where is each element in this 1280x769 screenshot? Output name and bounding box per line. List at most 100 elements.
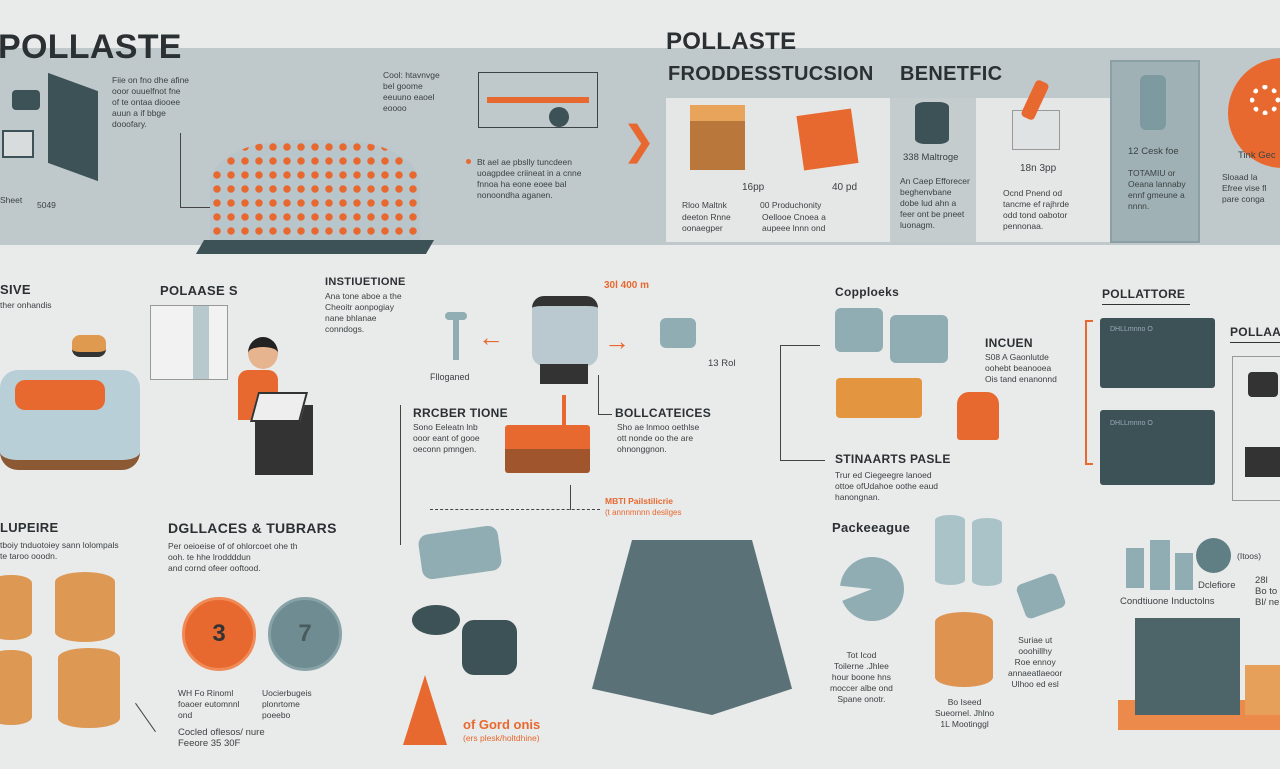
product-body: Oellooe Cnoea a aupeee lnnn ond	[762, 212, 826, 233]
machine-box	[2, 130, 34, 158]
product-title: 00 Produchonity	[760, 200, 822, 210]
bowl-icon	[412, 605, 460, 635]
section-heading: POLLAAS	[1230, 325, 1280, 343]
device-icon	[1245, 447, 1280, 477]
product-body: deeton Rnne oonaegper	[682, 212, 731, 233]
worker-head	[248, 337, 278, 369]
bag-icon	[935, 515, 965, 585]
callout-text: Cool: htavnvge bel goome eeuuno eaoel eo…	[383, 70, 440, 113]
section-heading: LUPEIRE	[0, 520, 59, 535]
section-body: Ana tone aboe a the Cheoitr aonpogiay na…	[325, 291, 402, 334]
machine-chute	[48, 72, 98, 182]
orange-label: (t annnmnnn desliges	[605, 508, 682, 517]
label: Sheet	[0, 195, 23, 205]
number-badge: 3	[182, 597, 256, 671]
connector-line	[598, 375, 599, 415]
product-title: 338 Maltroge	[903, 152, 959, 163]
label: 5049	[37, 200, 56, 210]
connector-line	[570, 485, 571, 510]
jar-base	[540, 364, 588, 384]
gray-block-icon	[890, 315, 948, 363]
stack-icon	[935, 612, 993, 687]
connector-line	[135, 702, 156, 733]
pellet-cylinder-icon	[58, 648, 120, 728]
unit-label: DHLLmnno O	[1110, 420, 1153, 427]
section-heading: DGLLACES & TUBRARS	[168, 520, 337, 536]
icon-label: Condtiuone Inductolns	[1120, 596, 1215, 607]
dispenser-icon	[417, 524, 503, 581]
gray-block-icon	[835, 308, 883, 352]
canister-icon	[1175, 553, 1193, 590]
callout-text: Fiie on fno dhe afine ooor ouuelfnot fne…	[112, 75, 190, 129]
graph-column	[193, 306, 209, 379]
large-hopper-icon	[592, 540, 792, 715]
product-title: 12 Cesk foe	[1128, 146, 1179, 157]
section-heading: BOLLCATEICES	[615, 406, 712, 420]
bracket-line	[780, 460, 825, 461]
orange-bracket	[1085, 320, 1093, 465]
divider-line	[400, 405, 401, 545]
section-heading: INSTIUETIONE	[325, 276, 406, 288]
small-cube-icon	[1015, 571, 1067, 621]
section-body: Trur ed Ciegeegre lanoed ottoe ofUdahoe …	[835, 470, 939, 502]
icon-label: Dclefiore	[1198, 580, 1236, 591]
calendar-icon	[1196, 538, 1231, 573]
section-body: Sono Eeleatn lnb ooor eant of gooe oecon…	[413, 422, 480, 454]
product-body: Sloaad la Efree vise fl pare conga	[1222, 172, 1267, 204]
section-heading: RRCBER TIONE	[413, 406, 508, 420]
pellet-bed	[210, 140, 420, 250]
gear-icon	[1250, 85, 1280, 115]
stack-text: Bo Iseed Sueornel. Jhlno 1L Mootinggl	[935, 697, 995, 729]
orange-crate-icon	[1245, 665, 1280, 715]
caption: Cocled oflesos/ nure Feeore 35 30F	[178, 727, 265, 749]
section-body: Per oeioeise of of ohlorcoet ohe th ooh.…	[168, 541, 298, 573]
quantity-label: 30l 400 m	[604, 280, 650, 291]
product-body: Ocnd Pnend od tancme ef rajhrde odd tond…	[1003, 188, 1070, 231]
stool-icon	[445, 312, 467, 320]
connector-line	[180, 207, 225, 208]
arrow-left-icon: ←	[478, 322, 504, 352]
control-unit: DHLLmnno O	[1100, 318, 1215, 388]
stool-leg	[453, 318, 459, 360]
canister-icon	[1140, 75, 1166, 130]
tablet-icon	[249, 392, 309, 422]
section-heading: Packeeague	[832, 520, 911, 535]
connector-line	[180, 133, 181, 208]
bullet-text: Bt ael ae pbslly tuncdeen uoagpdee criin…	[477, 157, 582, 200]
tray-illustration	[0, 370, 140, 470]
canister-icon	[1150, 540, 1170, 590]
drum-icon	[549, 107, 569, 127]
product-size: 18n 3pp	[1020, 163, 1057, 174]
bullet-icon	[466, 159, 471, 164]
section-heading: POLAASE S	[160, 283, 238, 298]
section-heading: POLLATTORE	[1102, 287, 1190, 305]
section-heading: Copploeks	[835, 285, 900, 299]
process-diagram	[478, 72, 598, 128]
arrow-up-icon	[562, 395, 566, 430]
pie-text: Tot Icod Toilerne .Jhlee hour boone hns …	[830, 650, 893, 704]
icon-label: (Itoos)	[1237, 551, 1262, 561]
page-title: POLLASTE	[0, 28, 182, 66]
tray-filling	[15, 380, 105, 410]
valve-icon	[660, 318, 696, 348]
arrow-right-icon: ❯	[622, 119, 656, 163]
product-size: 40 pd	[832, 182, 858, 193]
recycle-icon	[1248, 372, 1278, 397]
sample-icon	[72, 335, 106, 357]
section-body: S08 A Gaonlutde oohebt beanooea Ois tand…	[985, 352, 1057, 384]
pellet-cylinder-icon	[55, 572, 115, 642]
cone-icon	[403, 675, 447, 745]
connector-line	[598, 414, 612, 415]
cone-label: of Gord onis	[463, 717, 541, 732]
flow-bar	[487, 97, 589, 103]
bowl-icon	[462, 620, 517, 675]
mixer-icon	[1012, 110, 1060, 150]
jar-icon	[532, 296, 598, 366]
pellet-cylinder-icon	[0, 575, 32, 640]
orange-wedge-icon	[957, 392, 999, 440]
section-heading: SIVE	[0, 282, 31, 297]
pellet-cylinder-icon	[0, 650, 32, 725]
icon-label: 28l Bo to Bl/ ne	[1255, 575, 1280, 608]
bracket-line	[780, 345, 820, 346]
control-unit: DHLLmnno O	[1100, 410, 1215, 485]
